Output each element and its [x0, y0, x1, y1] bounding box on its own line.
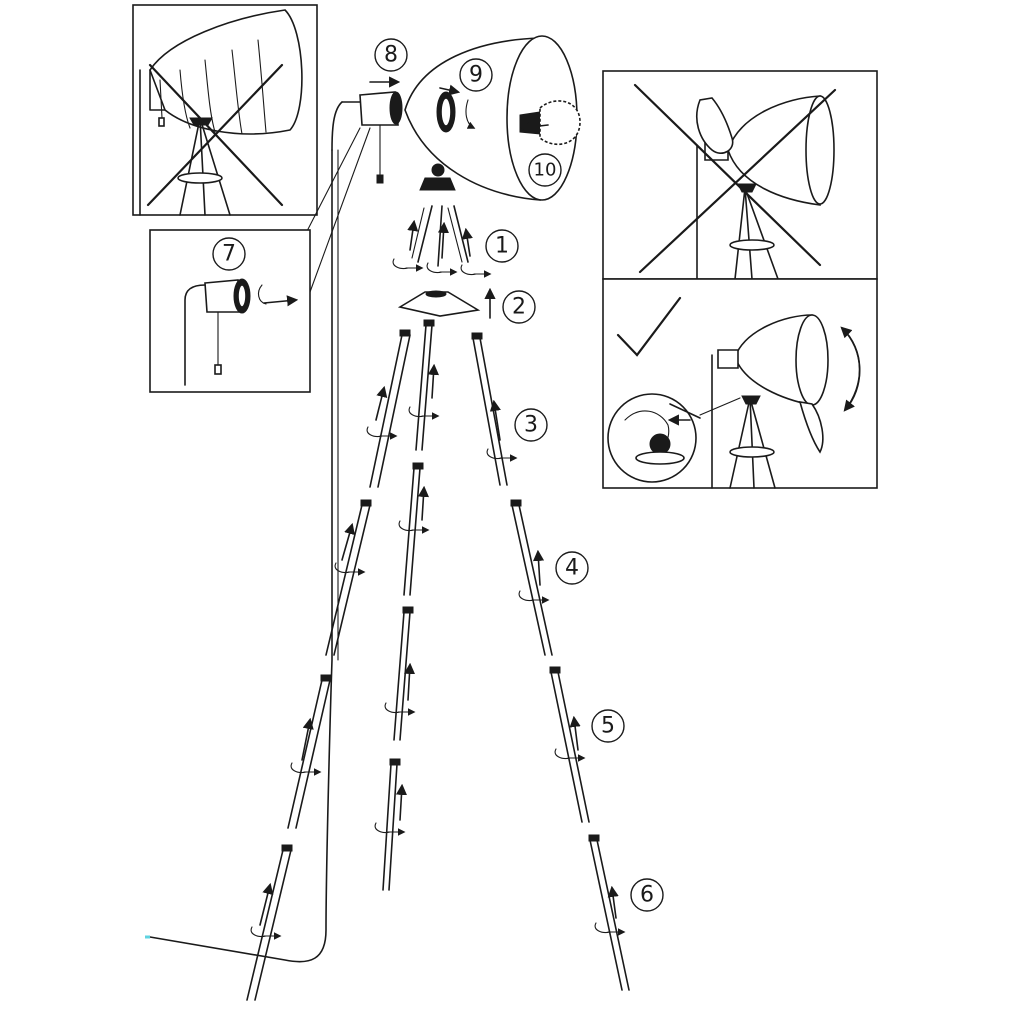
step-number-6: 6: [630, 878, 664, 912]
step-10-text: 10: [534, 160, 557, 181]
power-cable: [145, 149, 339, 963]
step-number-7: 7: [212, 237, 246, 271]
step-number-3: 3: [514, 408, 548, 442]
step-number-10: 10: [528, 153, 562, 187]
step-6-text: 6: [640, 883, 654, 908]
step-labels: 1 2 3 4 5 6 7 8 9 10: [212, 38, 664, 912]
step-number-1: 1: [485, 229, 519, 263]
step-number-8: 8: [374, 38, 408, 72]
step-1-text: 1: [495, 234, 509, 259]
step-9-text: 9: [469, 63, 483, 88]
tripod-plate: [397, 287, 496, 319]
lamp-socket: [331, 76, 403, 184]
step-2-text: 2: [512, 295, 526, 320]
lamp-shade: [404, 35, 581, 201]
inset-wrong-hold-shade: [602, 70, 878, 280]
step-7-text: 7: [222, 242, 236, 267]
legs: [246, 319, 630, 1001]
inset-right-adjust-knob: [602, 278, 878, 489]
step-3-text: 3: [524, 413, 538, 438]
step-number-5: 5: [591, 709, 625, 743]
step-4-text: 4: [565, 556, 579, 581]
inset-wrong-cover: [132, 4, 318, 216]
step-number-2: 2: [502, 290, 536, 324]
step-8-text: 8: [384, 43, 398, 68]
step-number-4: 4: [555, 551, 589, 585]
upper-arms: [393, 205, 490, 275]
check-mark-icon: [616, 296, 682, 357]
step-number-9: 9: [459, 58, 493, 92]
step-5-text: 5: [601, 714, 615, 739]
